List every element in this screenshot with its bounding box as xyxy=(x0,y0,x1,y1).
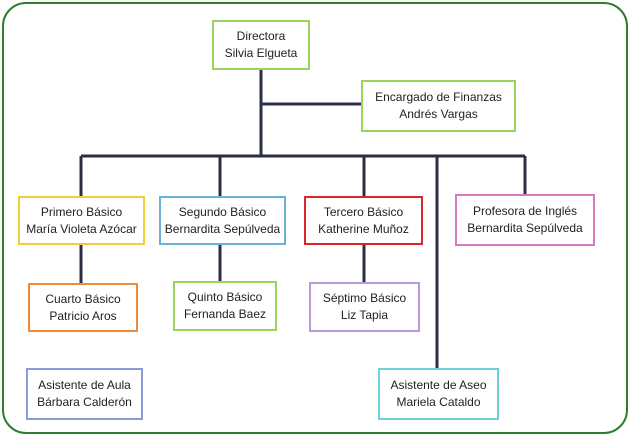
node-cuarto-basico: Cuarto Básico Patricio Aros xyxy=(28,283,138,332)
node-profesora-ingles: Profesora de Inglés Bernardita Sepúlveda xyxy=(455,194,595,246)
node-name: Bernardita Sepúlveda xyxy=(467,221,583,235)
node-role: Segundo Básico xyxy=(178,204,267,219)
node-directora: Directora Silvia Elgueta xyxy=(212,20,310,70)
node-name: María Violeta Azócar xyxy=(26,221,137,236)
node-name: Bárbara Calderón xyxy=(37,395,132,409)
node-role: Directora xyxy=(236,29,286,43)
node-tercero-basico: Tercero Básico Katherine Muñoz xyxy=(304,196,423,245)
node-primero-basico: Primero Básico María Violeta Azócar xyxy=(18,196,145,245)
node-name: Patricio Aros xyxy=(49,308,117,323)
node-segundo-basico: Segundo Básico Bernardita Sepúlveda xyxy=(159,196,286,245)
node-septimo-basico: Séptimo Básico Liz Tapia xyxy=(309,282,420,332)
node-role: Asistente de Aula xyxy=(38,378,131,392)
node-role: Cuarto Básico xyxy=(45,291,121,306)
node-role: Asistente de Aseo xyxy=(390,378,487,392)
node-role: Encargado de Finanzas xyxy=(375,90,502,104)
node-role: Tercero Básico xyxy=(323,204,404,219)
node-name: Fernanda Baez xyxy=(183,307,267,321)
node-name: Liz Tapia xyxy=(340,308,389,322)
node-role: Primero Básico xyxy=(40,204,123,219)
node-encargado-finanzas: Encargado de Finanzas Andrés Vargas xyxy=(361,80,516,132)
node-asistente-aseo: Asistente de Aseo Mariela Cataldo xyxy=(378,368,499,420)
node-name: Mariela Cataldo xyxy=(396,395,481,409)
node-role: Profesora de Inglés xyxy=(472,204,578,218)
node-quinto-basico: Quinto Básico Fernanda Baez xyxy=(173,281,277,331)
node-name: Andrés Vargas xyxy=(399,107,478,121)
node-name: Silvia Elgueta xyxy=(224,46,298,60)
node-asistente-aula: Asistente de Aula Bárbara Calderón xyxy=(26,368,143,420)
node-role: Quinto Básico xyxy=(187,290,263,304)
node-name: Bernardita Sepúlveda xyxy=(164,221,281,236)
node-name: Katherine Muñoz xyxy=(318,221,409,236)
node-role: Séptimo Básico xyxy=(322,291,407,305)
page-frame xyxy=(2,2,628,434)
